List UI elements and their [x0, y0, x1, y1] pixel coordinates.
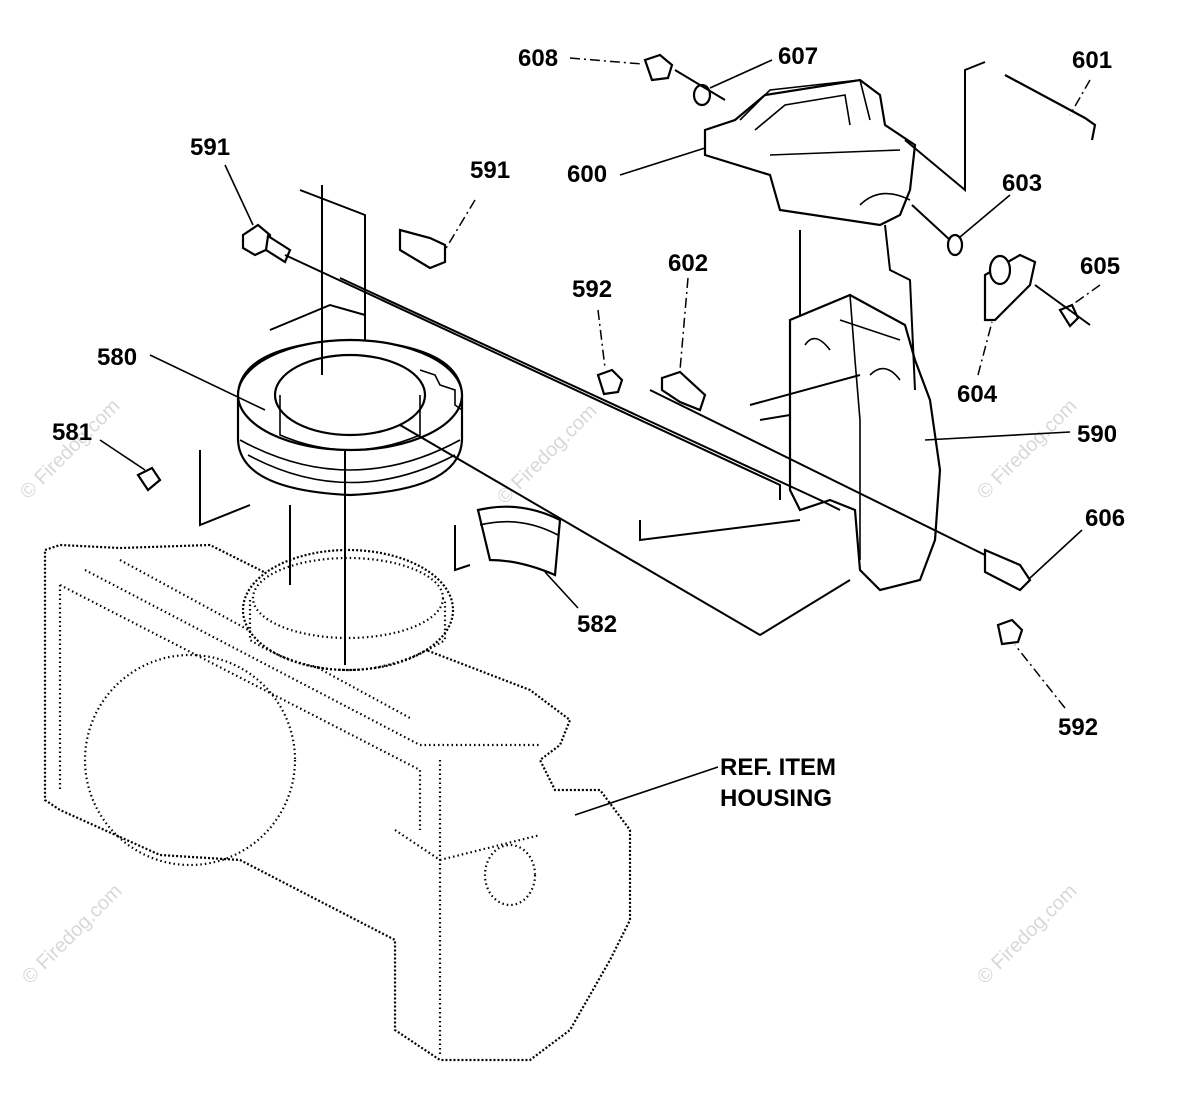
label-600: 600 — [567, 161, 607, 188]
label-605: 605 — [1080, 253, 1120, 280]
leader-lines — [99, 57, 1101, 816]
leader-601 — [1069, 79, 1091, 116]
label-580: 580 — [97, 344, 137, 371]
ring-580-drawing — [236, 338, 464, 497]
leader-607 — [709, 59, 773, 89]
housing-drawing — [43, 543, 632, 1062]
ref-label-line2: HOUSING — [720, 785, 832, 812]
ref-item-housing-label: REF. ITEM HOUSING — [720, 754, 836, 812]
crank-rod-601-drawing — [1004, 74, 1097, 141]
leader-604 — [977, 321, 993, 376]
label-607: 607 — [778, 43, 818, 70]
leader-housing — [574, 766, 719, 816]
knob-604-drawing — [983, 253, 1037, 322]
label-604: 604 — [957, 381, 998, 408]
watermark-bottom-left: © Firedog.com — [18, 880, 127, 989]
leader-602 — [679, 277, 689, 371]
label-606: 606 — [1085, 505, 1125, 532]
bracket-590-drawing — [788, 293, 942, 592]
ref-label-line1: REF. ITEM — [720, 754, 836, 781]
label-590: 590 — [1077, 421, 1117, 448]
assembly-lines — [199, 61, 1091, 665]
watermark-bottom-right: © Firedog.com — [973, 880, 1082, 989]
watermark-center: © Firedog.com — [493, 400, 602, 509]
leader-608 — [569, 57, 643, 65]
watermark-left: © Firedog.com — [16, 395, 125, 504]
leader-603 — [959, 194, 1011, 238]
label-592b: 592 — [1058, 714, 1098, 741]
watermark-right: © Firedog.com — [973, 395, 1082, 504]
handle-600-drawing — [703, 78, 917, 227]
leader-591a — [224, 164, 254, 226]
label-582: 582 — [577, 611, 617, 638]
leader-606 — [1029, 529, 1083, 579]
part-labels: 608 607 601 600 591 591 603 605 602 592 … — [52, 43, 1125, 741]
leader-581 — [99, 439, 146, 471]
leader-582 — [544, 571, 579, 609]
label-603: 603 — [1002, 170, 1042, 197]
fasteners-drawing — [136, 53, 1080, 646]
label-592a: 592 — [572, 276, 612, 303]
label-602: 602 — [668, 250, 708, 277]
label-601: 601 — [1072, 47, 1112, 74]
leader-605 — [1071, 284, 1101, 306]
leader-580 — [149, 354, 266, 411]
label-608: 608 — [518, 45, 558, 72]
leader-600 — [619, 147, 706, 176]
plate-582-drawing — [476, 505, 562, 577]
leader-591b — [444, 199, 476, 251]
leader-592b — [1014, 644, 1066, 709]
label-581: 581 — [52, 419, 92, 446]
label-591a: 591 — [190, 134, 230, 161]
leader-590 — [924, 431, 1071, 441]
leader-592a — [597, 309, 606, 369]
label-591b: 591 — [470, 157, 510, 184]
